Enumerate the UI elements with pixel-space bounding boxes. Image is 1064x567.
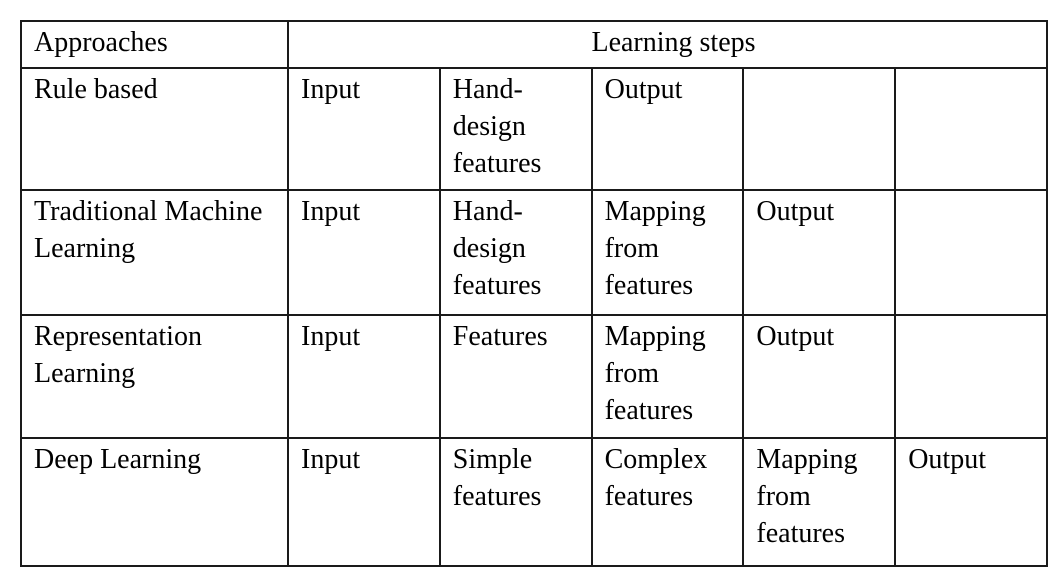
step-label <box>756 71 894 72</box>
cell-step-3: Mapping from features <box>590 314 745 439</box>
cell-step-2: Hand-design features <box>438 189 593 316</box>
step-label: Hand-design features <box>452 196 542 301</box>
header-label-learning-steps: Learning steps <box>591 27 756 58</box>
step-label <box>908 193 1046 194</box>
table-row: Representation Learning Input Features M… <box>20 314 1048 439</box>
step-label <box>908 71 1046 72</box>
approaches-learning-steps-table: Approaches Learning steps Rule based Inp… <box>20 20 1048 567</box>
cell-step-1: Input <box>287 189 441 316</box>
step-label: Output <box>756 321 835 352</box>
table-body: Approaches Learning steps Rule based Inp… <box>20 20 1048 567</box>
step-label: Mapping from features <box>604 321 706 426</box>
table-row: Traditional Machine Learning Input Hand-… <box>20 189 1048 316</box>
cell-approach-rule-based: Rule based <box>20 67 289 191</box>
page-root: Approaches Learning steps Rule based Inp… <box>20 20 1048 567</box>
cell-step-5-empty <box>894 189 1048 316</box>
cell-step-4: Output <box>742 189 897 316</box>
cell-step-4: Output <box>742 314 897 439</box>
table-header-row: Approaches Learning steps <box>20 20 1048 69</box>
cell-step-1: Input <box>287 67 441 191</box>
header-label-approaches: Approaches <box>34 27 168 58</box>
step-label <box>908 318 1046 319</box>
approach-label: Representation Learning <box>34 321 202 389</box>
cell-approach-deep-learning: Deep Learning <box>20 437 289 567</box>
cell-step-3: Output <box>590 67 745 191</box>
step-label: Hand-design features <box>452 74 542 179</box>
header-cell-learning-steps: Learning steps <box>287 20 1048 69</box>
step-label: Output <box>756 196 835 227</box>
step-label: Output <box>908 444 986 475</box>
cell-step-3: Complex features <box>590 437 745 567</box>
cell-step-1: Input <box>287 314 441 439</box>
cell-step-4-empty <box>742 67 897 191</box>
cell-step-2: Hand-design features <box>438 67 593 191</box>
cell-step-5: Output <box>894 437 1048 567</box>
cell-step-3: Mapping from features <box>590 189 745 316</box>
cell-step-2: Features <box>438 314 593 439</box>
step-label: Mapping from features <box>756 444 858 549</box>
table-row: Rule based Input Hand-design features Ou… <box>20 67 1048 191</box>
step-label: Input <box>301 321 361 352</box>
cell-step-5-empty <box>894 314 1048 439</box>
step-label: Complex features <box>604 444 708 512</box>
table-row: Deep Learning Input Simple features Comp… <box>20 437 1048 567</box>
step-label: Input <box>301 444 361 475</box>
cell-step-5-empty <box>894 67 1048 191</box>
header-cell-approaches: Approaches <box>20 20 289 69</box>
cell-approach-traditional-ml: Traditional Machine Learning <box>20 189 289 316</box>
cell-step-2: Simple features <box>438 437 593 567</box>
step-label: Output <box>604 74 683 105</box>
step-label: Input <box>301 74 361 105</box>
approach-label: Rule based <box>34 74 158 105</box>
step-label: Input <box>301 196 361 227</box>
step-label: Mapping from features <box>604 196 706 301</box>
approach-label: Deep Learning <box>34 444 202 475</box>
cell-step-4: Mapping from features <box>742 437 897 567</box>
cell-approach-representation-learning: Representation Learning <box>20 314 289 439</box>
approach-label: Traditional Machine Learning <box>34 196 263 264</box>
step-label: Simple features <box>452 444 542 512</box>
cell-step-1: Input <box>287 437 441 567</box>
step-label: Features <box>452 321 548 352</box>
